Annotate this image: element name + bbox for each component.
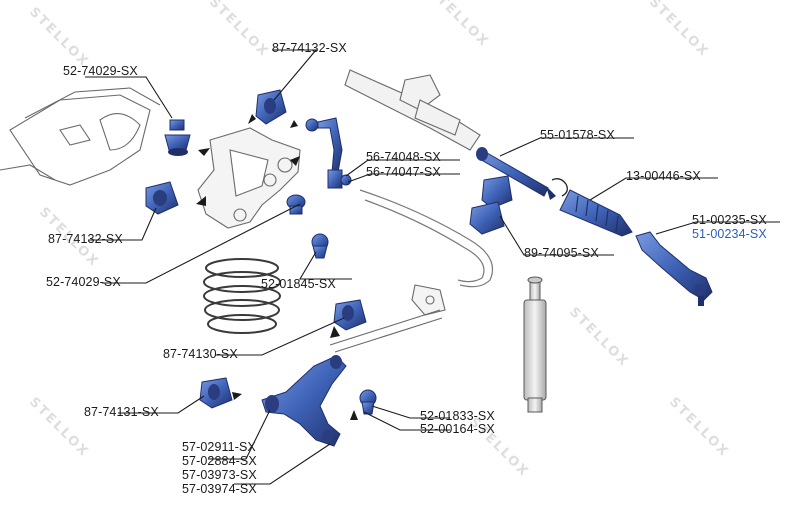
stabilizer-link [305,117,352,189]
steering-rack-outline [344,69,481,151]
bushing-top [255,89,287,125]
bushing-lower-left [199,377,233,409]
tie-rod-end [635,231,713,306]
part-label: 89-74095-SX [524,246,599,260]
part-label: 57-02884-SX [182,454,257,468]
part-label-highlighted[interactable]: 51-00234-SX [692,227,767,241]
stabilizer-bushings [469,175,513,235]
steering-boot [551,178,633,237]
axial-joint [476,147,556,200]
part-label: 55-01578-SX [540,128,615,142]
part-label: 56-74048-SX [366,150,441,164]
part-label: 13-00446-SX [626,169,701,183]
bracket-outline [329,284,446,353]
ball-joint-bottom [359,389,377,415]
part-label: 52-74029-SX [46,275,121,289]
ball-joint-mid [286,194,306,215]
part-label: 57-03973-SX [182,468,257,482]
part-label: 56-74047-SX [366,165,441,179]
bushing-left [145,181,179,215]
part-label: 87-74130-SX [163,347,238,361]
leader-lines [85,49,780,485]
part-label: 52-00164-SX [420,422,495,436]
part-label: 52-01845-SX [261,277,336,291]
part-label: 51-00235-SX [692,213,767,227]
part-label: 57-02911-SX [182,440,256,454]
ball-joint-top [164,119,191,156]
part-label: 52-01833-SX [420,409,495,423]
part-label: 87-74132-SX [272,41,347,55]
part-label: 57-03974-SX [182,482,257,496]
lower-control-arm [261,355,347,447]
arrows [196,114,358,420]
shock-absorber [523,276,547,413]
knuckle-outline [197,127,301,229]
subframe-outline [0,87,161,186]
part-label: 52-74029-SX [63,64,138,78]
part-label: 87-74131-SX [84,405,159,419]
coil-spring [203,258,281,334]
stabilizer-bar-outline [359,189,494,288]
part-label: 87-74132-SX [48,232,123,246]
bushing-lower-right [333,299,367,331]
